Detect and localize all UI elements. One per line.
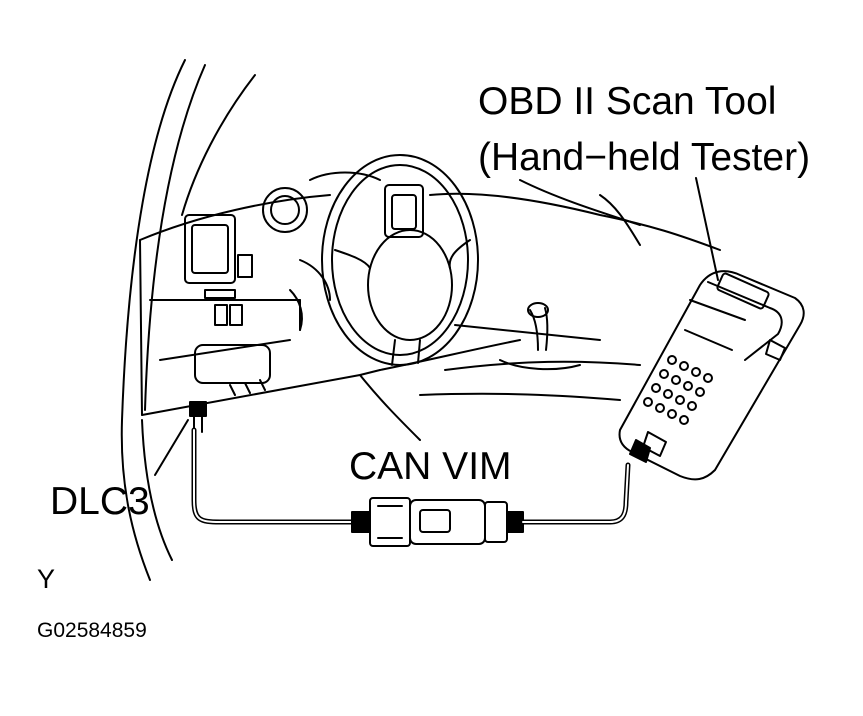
air-vent xyxy=(184,214,253,299)
view-code-label: Y xyxy=(37,564,56,594)
dashboard xyxy=(139,179,721,441)
lower-dash-panel xyxy=(194,344,271,396)
scan-tool-label-line1: OBD II Scan Tool xyxy=(478,80,777,123)
scan-tool-leader xyxy=(695,177,719,281)
steering-wheel xyxy=(289,154,479,366)
instrument-cluster xyxy=(262,171,424,238)
can-vim-box xyxy=(351,497,524,547)
dash-switches xyxy=(214,304,243,326)
scan-tool xyxy=(618,270,805,481)
cable-dlc3-to-vim xyxy=(191,427,355,525)
figure-id-label: G02584859 xyxy=(37,619,147,642)
scan-tool-label-line2: (Hand−held Tester) xyxy=(478,136,811,179)
dlc3-leader xyxy=(154,419,189,476)
door-frame xyxy=(120,59,256,581)
dlc3-connector xyxy=(189,401,207,433)
scan-tool-keypad xyxy=(643,355,713,425)
shift-lever xyxy=(499,302,581,371)
cable-vim-to-scantool xyxy=(520,462,631,525)
dlc3-label: DLC3 xyxy=(50,480,150,523)
can-vim-label: CAN VIM xyxy=(349,445,512,488)
